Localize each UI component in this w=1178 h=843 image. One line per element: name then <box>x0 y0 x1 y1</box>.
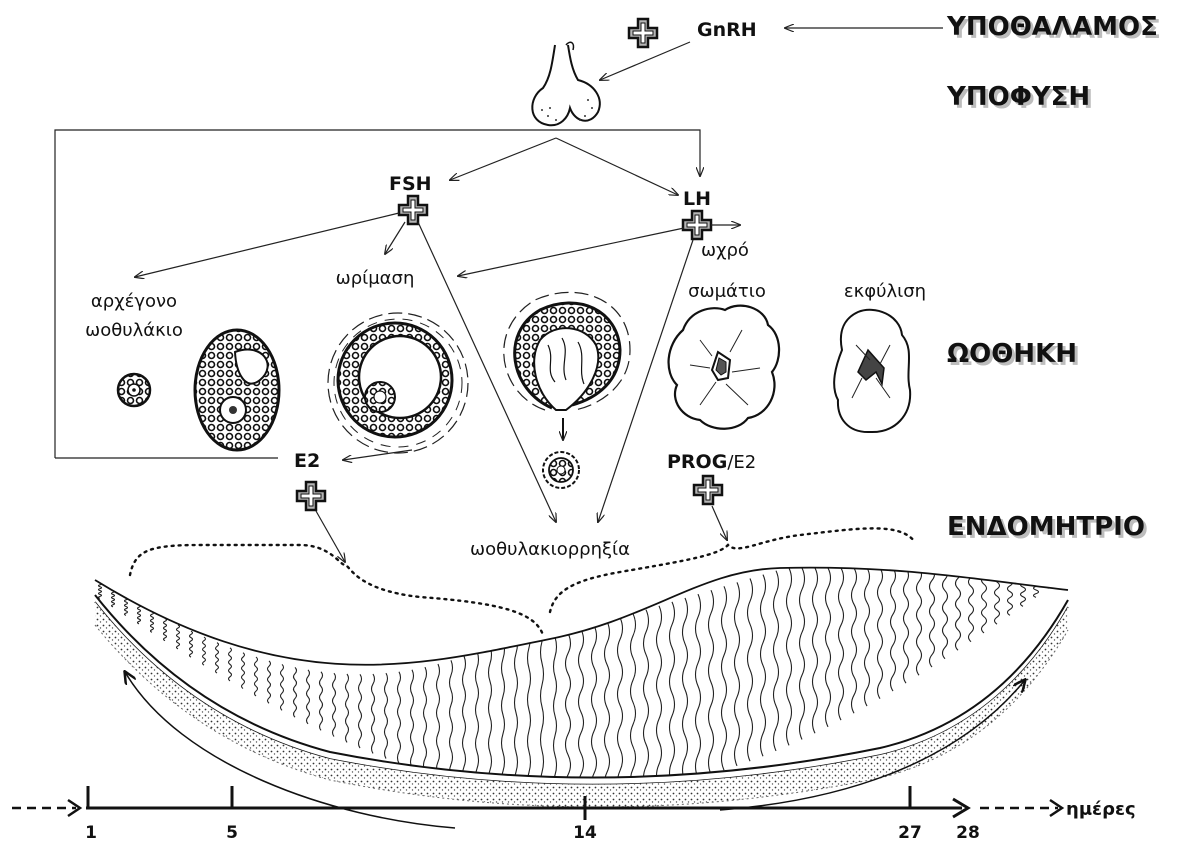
tick-label-day-14: 14 <box>573 823 597 843</box>
primordial-label-line1: αρχέγονο <box>91 291 177 312</box>
ovary-label: ΩΟΘΗΚΗ <box>947 339 1077 369</box>
tick-label-day-1: 1 <box>85 823 97 843</box>
corpus-luteum <box>669 306 780 429</box>
hypothalamus-label: ΥΠΟΘΑΛΑΜΟΣ <box>946 12 1158 42</box>
arrow-prog-to-endometrium <box>712 506 727 540</box>
arrow-pituitary-to-lh <box>556 138 678 195</box>
plus-icon-e2 <box>297 482 325 510</box>
primary-follicle <box>195 330 279 450</box>
gnrh-label: GnRH <box>697 19 757 41</box>
primordial-follicle <box>118 374 150 406</box>
corpus-luteum-label-line2: σωμάτιο <box>688 281 766 302</box>
e2-label: E2 <box>294 450 320 472</box>
organ-labels: ΥΠΟΘΑΛΑΜΟΣ ΥΠΟΘΑΛΑΜΟΣ ΥΠΟΦΥΣΗ ΥΠΟΦΥΣΗ ΩΟ… <box>946 12 1161 545</box>
regulation-arrows <box>55 28 943 562</box>
tick-label-day-27: 27 <box>898 823 922 843</box>
endometrium-label: ΕΝΔΟΜΗΤΡΙΟ <box>947 512 1145 542</box>
maturing-follicle <box>328 313 468 453</box>
plus-icon-prog <box>694 476 722 504</box>
tick-label-day-5: 5 <box>226 823 238 843</box>
maturation-label: ωρίμαση <box>336 268 415 289</box>
ovulation-label: ωοθυλακιορρηξία <box>470 539 630 560</box>
plus-icon-lh <box>683 211 711 239</box>
plus-icon-fsh <box>399 196 427 224</box>
prog-e2-label: PROG/E2 <box>667 451 756 473</box>
arrow-pituitary-to-fsh <box>450 138 556 180</box>
degeneration-label: εκφύλιση <box>844 281 926 302</box>
prog-label-suffix: /E2 <box>727 452 756 473</box>
endometrial-gland <box>1047 568 1052 588</box>
arrow-lh-to-maturation <box>458 228 684 276</box>
pituitary-gland-drawing <box>532 42 599 125</box>
plus-icon-gnrh <box>629 19 657 47</box>
fsh-label: FSH <box>389 173 432 195</box>
tick-label-day-28: 28 <box>956 823 980 843</box>
lh-label: LH <box>683 188 711 210</box>
prog-label-bold: PROG <box>667 451 727 473</box>
corpus-albicans <box>834 310 910 432</box>
follicle-stages <box>118 292 910 488</box>
arrow-follicle-to-e2 <box>343 450 412 460</box>
pituitary-label: ΥΠΟΦΥΣΗ <box>946 82 1090 112</box>
primordial-label-line2: ωοθυλάκιο <box>85 320 183 341</box>
corpus-luteum-label-line1: ωχρό <box>701 240 749 261</box>
timeline-unit-label: ημέρες <box>1066 799 1136 820</box>
endometrium-drawing <box>90 528 1080 828</box>
arrow-fsh-to-maturation <box>385 222 405 254</box>
ovulating-follicle <box>504 292 630 488</box>
